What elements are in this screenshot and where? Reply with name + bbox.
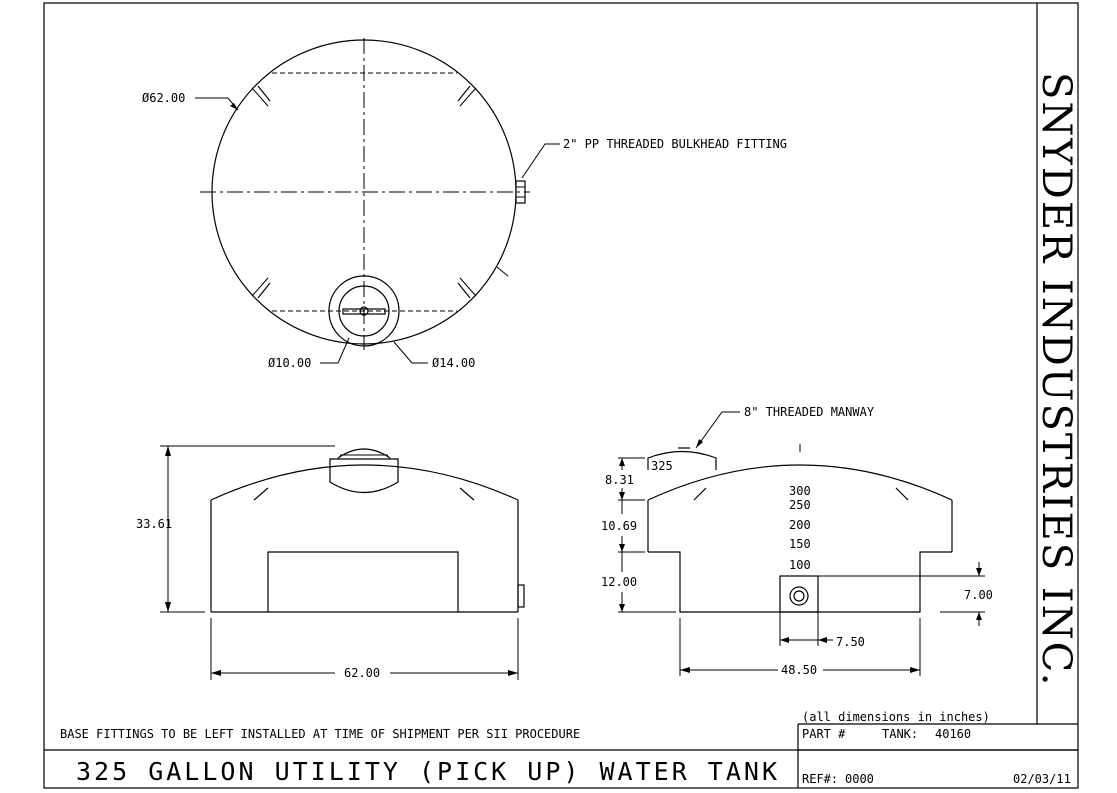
dim-manway-inner-diameter: Ø10.00 [268,356,311,370]
dim-fitting-width: 7.50 [836,635,865,649]
base-fittings-note: BASE FITTINGS TO BE LEFT INSTALLED AT TI… [60,727,580,741]
units-note: (all dimensions in inches) [802,710,990,724]
part-label: PART # [802,727,846,741]
ref-label: REF#: [802,772,838,786]
company-name: SNYDER INDUSTRIES INC. [1033,72,1079,688]
dim-dome-height: 8.31 [605,473,634,487]
manway-inner-circle [338,285,390,337]
front-view [160,445,525,680]
dim-side-width: 48.50 [781,663,817,677]
dim-manway-outer-diameter: Ø14.00 [432,356,475,370]
dim-overall-height: 33.61 [136,517,172,531]
dim-lower-height: 12.00 [601,575,637,589]
gallon-mark: 300 [789,484,811,498]
drawing-date: 02/03/11 [1013,772,1071,786]
sheet-frame [43,2,1079,789]
capacity-tag: 325 [651,459,673,473]
drawing-title: 325 GALLON UTILITY (PICK UP) WATER TANK [76,757,780,786]
gallon-mark: 200 [789,518,811,532]
dim-fitting-height: 7.00 [964,588,993,602]
gallon-mark: 100 [789,558,811,572]
dim-overall-width: 62.00 [344,666,380,680]
side-view [618,411,985,676]
top-view [195,38,560,364]
gallon-mark: 150 [789,537,811,551]
gallon-markings: 300 250 200 150 100 [789,484,811,572]
tank-label: TANK: [882,727,918,741]
manway-label: 8" THREADED MANWAY [744,405,875,419]
bulkhead-fitting-label: 2" PP THREADED BULKHEAD FITTING [563,137,787,151]
dim-outer-diameter: Ø62.00 [142,91,185,105]
ref-number: 0000 [845,772,874,786]
dim-upper-height: 10.69 [601,519,637,533]
manway-outer-circle [328,275,400,347]
gallon-mark: 250 [789,498,811,512]
tank-number: 40160 [935,727,971,741]
